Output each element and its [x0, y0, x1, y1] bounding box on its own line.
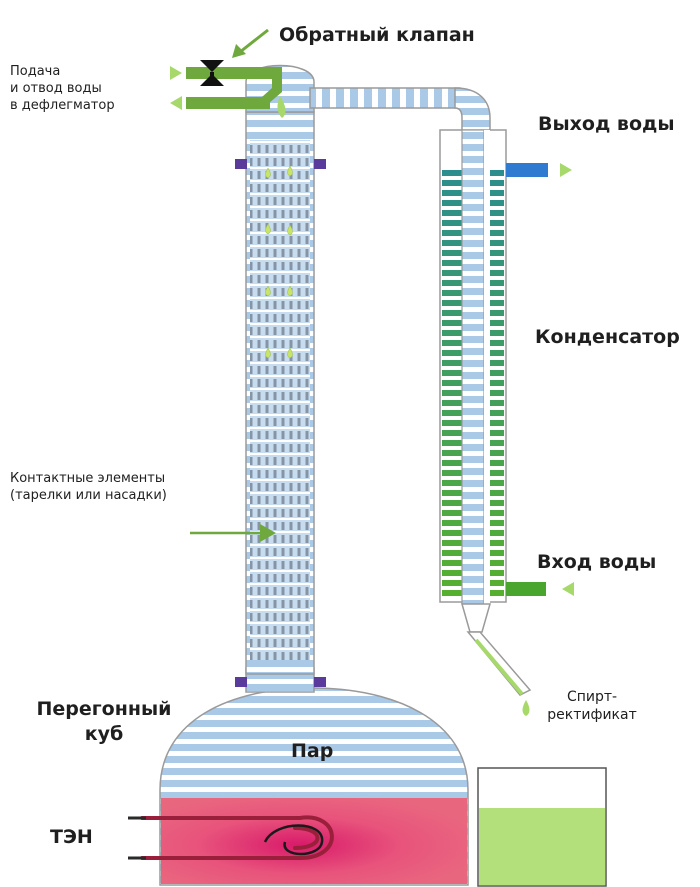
water-out-pipe: [506, 163, 548, 177]
arrow-water-supply-out: [170, 96, 182, 110]
condenser-inner-tube-left: [461, 129, 485, 605]
flange-lower-right: [314, 677, 326, 687]
droplets: [265, 165, 293, 359]
arrow-water-in: [562, 582, 574, 596]
check-valve: [200, 60, 224, 86]
distillate-drop: [522, 700, 530, 716]
label-check-valve: Обратный клапан: [279, 24, 475, 46]
dephlegmator-pipes: [186, 67, 286, 118]
label-distillate: Спирт- ректификат: [547, 689, 637, 723]
label-water-supply: Подача и отвод воды в дефлегматор: [10, 64, 115, 113]
vapor-pipe: [309, 87, 461, 109]
distillate-flow: [474, 638, 524, 696]
label-steam: Пар: [291, 740, 334, 762]
flange-upper-left: [235, 159, 247, 169]
arrow-water-supply-in: [170, 66, 182, 80]
arrow-contact-elements: [260, 524, 276, 542]
label-water-out: Выход воды: [538, 113, 675, 135]
label-heater: ТЭН: [50, 826, 93, 848]
receiver-liquid: [479, 808, 605, 885]
label-still: Перегонный куб: [36, 698, 172, 745]
label-contact-elements: Контактные элементы (тарелки или насадки…: [10, 471, 167, 503]
arrow-check-valve: [232, 44, 246, 58]
arrows: [170, 28, 574, 596]
flange-upper-right: [314, 159, 326, 169]
flange-lower-left: [235, 677, 247, 687]
label-condenser: Конденсатор: [535, 326, 680, 348]
contact-elements: [250, 140, 310, 660]
heater-coil-inner: [263, 824, 324, 856]
label-water-in: Вход воды: [537, 551, 657, 573]
condenser-outlet-funnel: [461, 603, 491, 633]
condenser-gap: [484, 130, 490, 604]
heater-coil: [140, 815, 334, 860]
still-pot: [159, 687, 469, 886]
heater-zone: [161, 798, 467, 884]
water-in-pipe: [506, 582, 546, 596]
arrow-water-out: [560, 163, 572, 177]
